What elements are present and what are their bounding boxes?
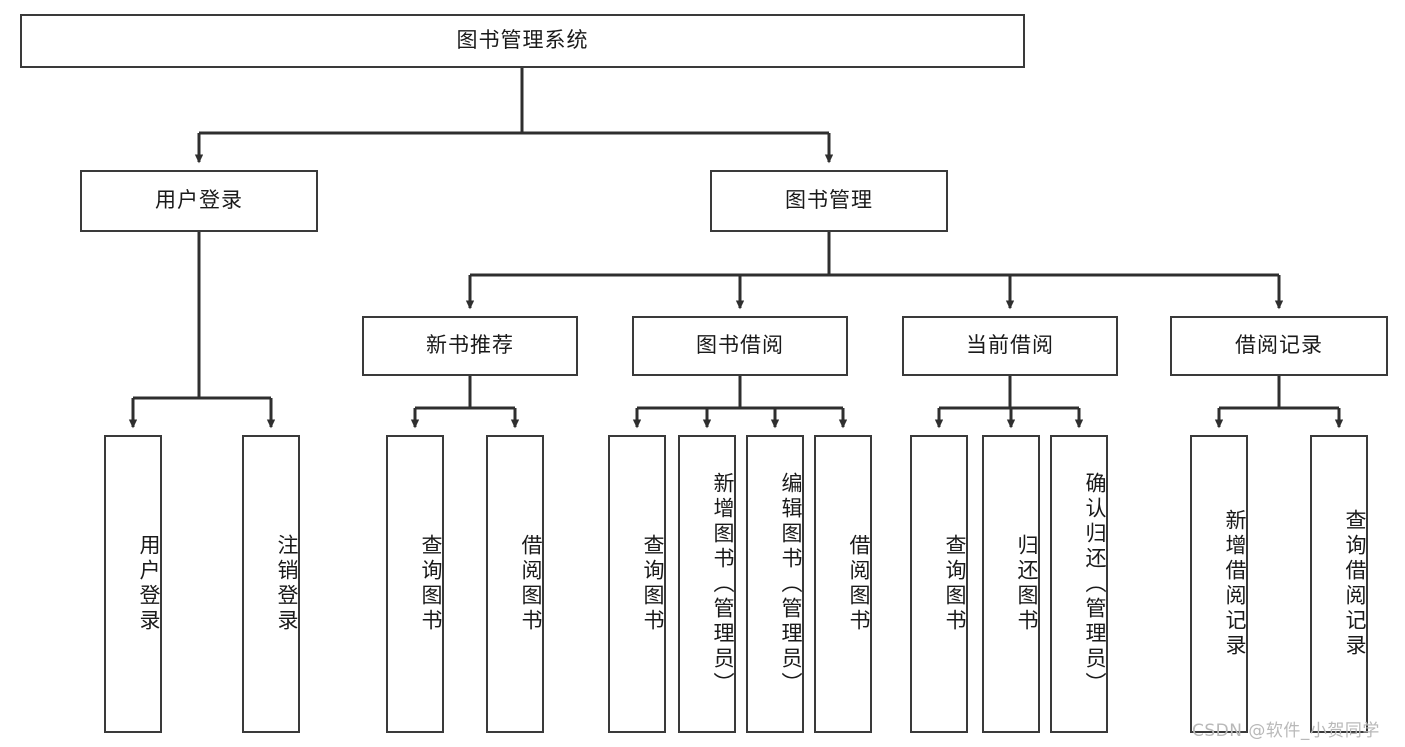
leaf-node-label: 借阅图书 bbox=[847, 534, 871, 634]
leaf-node[interactable]: 注销登录 bbox=[242, 435, 300, 733]
node-borrow-record-label: 借阅记录 bbox=[1235, 333, 1323, 358]
leaf-node-label: 新增图书（管理员） bbox=[711, 471, 735, 697]
leaf-node[interactable]: 查询图书 bbox=[608, 435, 666, 733]
leaf-node-label: 查询借阅记录 bbox=[1343, 509, 1367, 659]
leaf-node[interactable]: 借阅图书 bbox=[814, 435, 872, 733]
leaf-node-label: 查询图书 bbox=[641, 534, 665, 634]
node-new-book-recommend[interactable]: 新书推荐 bbox=[362, 316, 578, 376]
leaf-node-label: 注销登录 bbox=[275, 534, 299, 634]
node-user-login-label: 用户登录 bbox=[155, 188, 243, 213]
leaf-node[interactable]: 用户登录 bbox=[104, 435, 162, 733]
leaf-node[interactable]: 新增图书（管理员） bbox=[678, 435, 736, 733]
leaf-node-label: 确认归还（管理员） bbox=[1083, 471, 1107, 697]
leaf-node-label: 新增借阅记录 bbox=[1223, 509, 1247, 659]
leaf-node-label: 借阅图书 bbox=[519, 534, 543, 634]
node-book-borrow[interactable]: 图书借阅 bbox=[632, 316, 848, 376]
leaf-node[interactable]: 确认归还（管理员） bbox=[1050, 435, 1108, 733]
node-new-book-recommend-label: 新书推荐 bbox=[426, 333, 514, 358]
leaf-node[interactable]: 编辑图书（管理员） bbox=[746, 435, 804, 733]
node-book-management-label: 图书管理 bbox=[785, 188, 873, 213]
node-book-borrow-label: 图书借阅 bbox=[696, 333, 784, 358]
leaf-node[interactable]: 查询图书 bbox=[910, 435, 968, 733]
leaf-node-label: 查询图书 bbox=[943, 534, 967, 634]
leaf-node[interactable]: 查询图书 bbox=[386, 435, 444, 733]
leaf-node-label: 归还图书 bbox=[1015, 534, 1039, 634]
node-current-borrow-label: 当前借阅 bbox=[966, 333, 1054, 358]
leaf-node[interactable]: 借阅图书 bbox=[486, 435, 544, 733]
leaf-node-label: 用户登录 bbox=[137, 534, 161, 634]
leaf-node[interactable]: 查询借阅记录 bbox=[1310, 435, 1368, 733]
node-book-management[interactable]: 图书管理 bbox=[710, 170, 948, 232]
leaf-node[interactable]: 归还图书 bbox=[982, 435, 1040, 733]
node-root[interactable]: 图书管理系统 bbox=[20, 14, 1025, 68]
node-root-label: 图书管理系统 bbox=[456, 28, 589, 53]
node-user-login[interactable]: 用户登录 bbox=[80, 170, 318, 232]
watermark: CSDN @软件_小贺同学 bbox=[1192, 721, 1380, 741]
leaf-node-label: 查询图书 bbox=[419, 534, 443, 634]
node-current-borrow[interactable]: 当前借阅 bbox=[902, 316, 1118, 376]
leaf-node-label: 编辑图书（管理员） bbox=[779, 471, 803, 697]
node-borrow-record[interactable]: 借阅记录 bbox=[1170, 316, 1388, 376]
leaf-node[interactable]: 新增借阅记录 bbox=[1190, 435, 1248, 733]
